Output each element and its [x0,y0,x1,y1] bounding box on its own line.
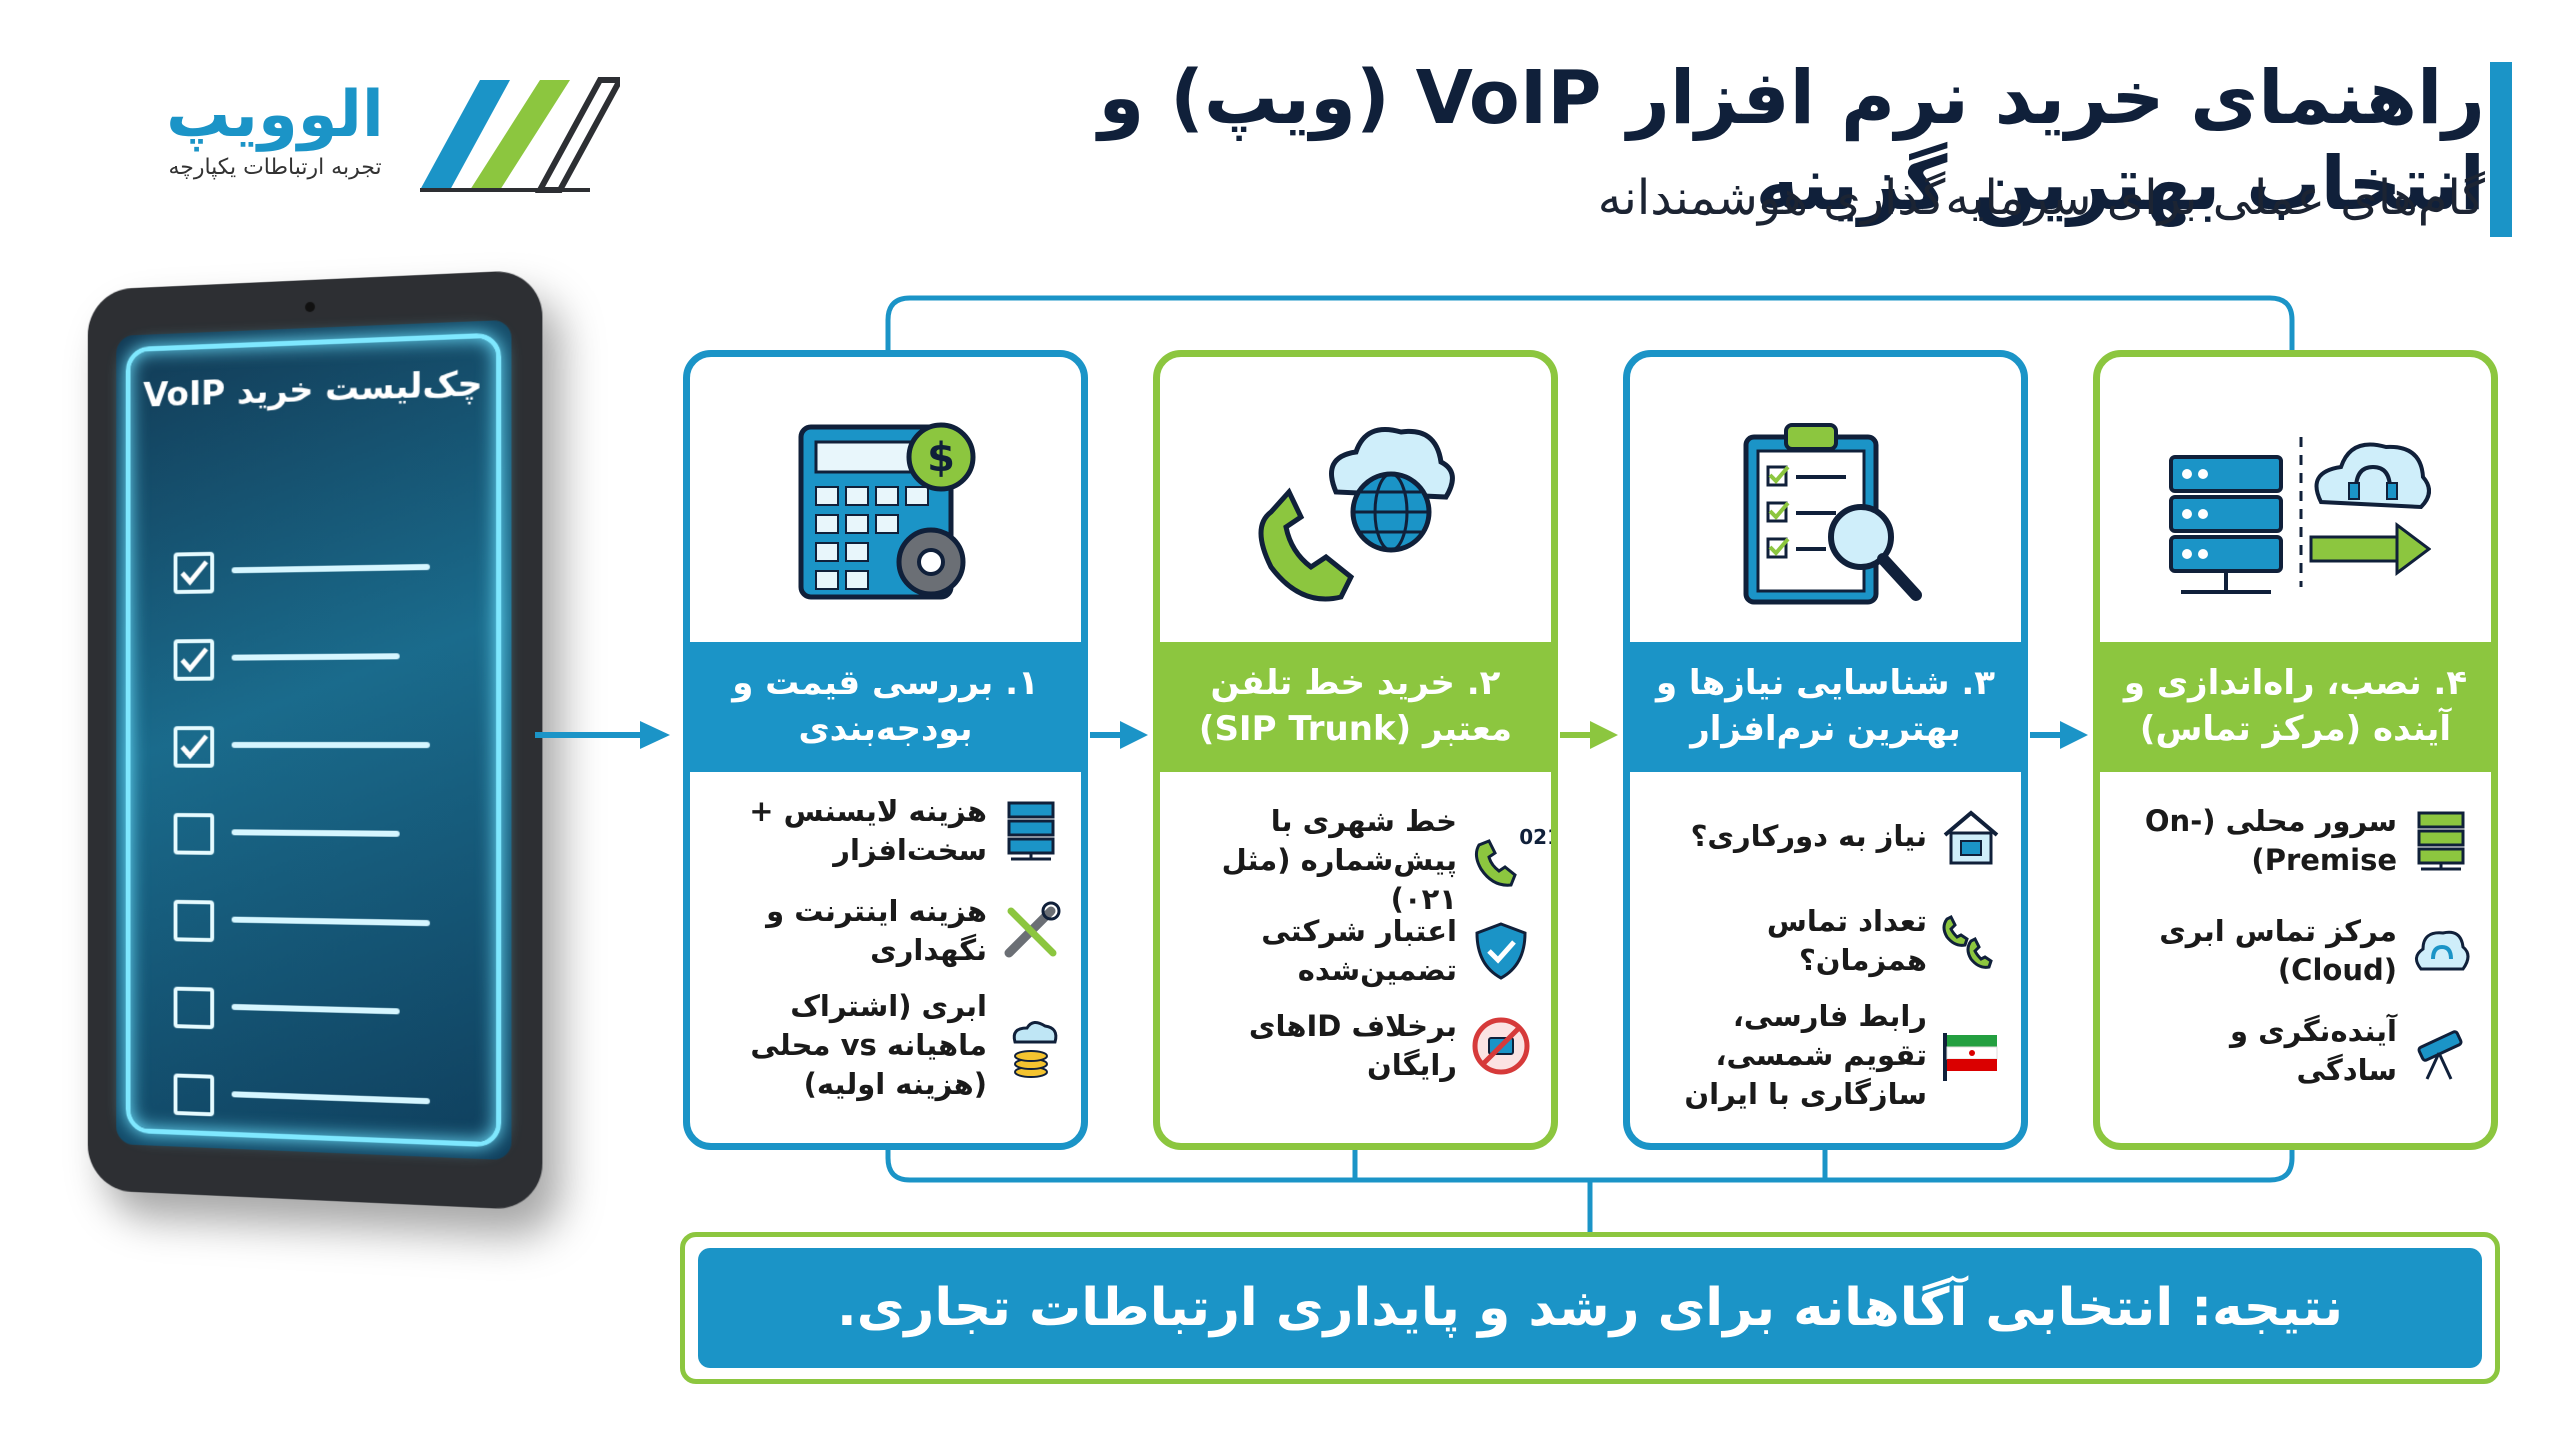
logo-name: الوویپ [130,78,420,152]
checklist-line [232,742,430,748]
iran-flag-icon [1941,1026,2001,1086]
checked-box-icon [174,552,215,594]
empty-box-icon [174,900,215,942]
card-title: ۲. خرید خط تلفن معتبر (SIP Trunk) [1160,642,1551,772]
cloud-headset-icon [2411,921,2471,981]
card-installation-future: ۴. نصب، راه‌اندازی و آینده (مرکز تماس) س… [2093,350,2498,1150]
list-item: نیاز به دورکاری؟ [1650,807,2001,867]
list-item: رابط فارسی، تقویم شمسی، سازگاری با ایران [1650,997,2001,1114]
card-pricing-budget: $ ۱. بررسی قیمت و بودجه‌بندی هزینه لایسن… [683,350,1088,1150]
item-text: هزینه اینترنت و نگهداری [710,892,987,970]
arrow-card3-to-card4 [2030,715,2090,755]
empty-box-icon [174,1073,215,1116]
empty-box-icon [174,987,215,1030]
item-text: آینده‌نگری و سادگی [2120,1012,2397,1090]
shield-check-icon [1471,921,1531,981]
clipboard-magnifier-icon [1630,417,2021,617]
item-text: ابری (اشتراک ماهیانه vs محلی (هزینه اولی… [710,987,987,1104]
checked-box-icon [174,726,215,768]
list-item: آینده‌نگری و سادگی [2120,1012,2471,1090]
item-text: برخلاف IDهای رایگان [1180,1007,1457,1085]
item-text: اعتبار شرکتی تضمین‌شده [1180,912,1457,990]
list-item: سرور محلی (On-Premise) [2120,802,2471,880]
item-text: نیاز به دورکاری؟ [1691,817,1927,856]
card-needs-analysis: ۳. شناسایی نیازها و بهترین نرم‌افزار نیا… [1623,350,2028,1150]
list-item: ابری (اشتراک ماهیانه vs محلی (هزینه اولی… [710,987,1061,1104]
arrow-card2-to-card3 [1560,715,1620,755]
list-item: هزینه اینترنت و نگهداری [710,892,1061,970]
telescope-icon [2411,1021,2471,1081]
tablet-device: چک‌لیست خرید VoIP [88,269,543,1210]
page-subtitle: گام‌های عملی برای سرمایه‌گذاری هوشمندانه [1185,170,2485,226]
top-connector [880,290,2300,390]
item-text: هزینه لایسنس + سخت‌افزار [710,792,987,870]
card-sip-trunk: ۲. خرید خط تلفن معتبر (SIP Trunk) 021 خط… [1153,350,1558,1150]
item-text: مرکز تماس ابری (Cloud) [2120,912,2397,990]
tools-icon [1001,901,1061,961]
list-item: تعداد تماس همزمان؟ [1650,902,2001,980]
list-item: برخلاف IDهای رایگان [1180,1007,1531,1085]
svg-text:$: $ [927,435,955,481]
list-item: مرکز تماس ابری (Cloud) [2120,912,2471,990]
list-item: هزینه لایسنس + سخت‌افزار [710,792,1061,870]
card-title: ۴. نصب، راه‌اندازی و آینده (مرکز تماس) [2100,642,2491,772]
item-text: تعداد تماس همزمان؟ [1650,902,1927,980]
card-title: ۳. شناسایی نیازها و بهترین نرم‌افزار [1630,642,2021,772]
arrow-tablet-to-card1 [535,715,675,755]
checklist [88,269,543,290]
calculator-dollar-gear-icon: $ [690,417,1081,617]
no-id-icon [1471,1016,1531,1076]
list-item: 021 خط شهری با پیش‌شماره (مثل ۰۲۱) [1180,802,1531,919]
item-badge: 021 [1519,825,1558,849]
server-icon [1001,801,1061,861]
remote-home-icon [1941,807,2001,867]
result-banner: نتیجه: انتخابی آگاهانه برای رشد و پایدار… [698,1248,2482,1368]
phone-021-icon: 021 [1471,831,1531,891]
logo-tagline: تجربه ارتباطات یکپارچه [130,155,420,180]
server-cloud-headset-icon [2100,417,2491,617]
phone-cloud-globe-icon [1160,417,1551,617]
checked-box-icon [174,639,215,681]
cloud-coins-icon [1001,1016,1061,1076]
list-item: اعتبار شرکتی تضمین‌شده [1180,912,1531,990]
title-accent-bar [2490,62,2512,237]
tablet-camera [305,302,315,312]
item-text: خط شهری با پیش‌شماره (مثل ۰۲۱) [1180,802,1457,919]
arrow-card1-to-card2 [1090,715,1150,755]
server-icon [2411,811,2471,871]
item-text: رابط فارسی، تقویم شمسی، سازگاری با ایران [1650,997,1927,1114]
empty-box-icon [174,813,215,855]
bottom-connector [880,1138,2300,1238]
card-title: ۱. بررسی قیمت و بودجه‌بندی [690,642,1081,772]
phones-icon [1941,911,2001,971]
item-text: سرور محلی (On-Premise) [2120,802,2397,880]
